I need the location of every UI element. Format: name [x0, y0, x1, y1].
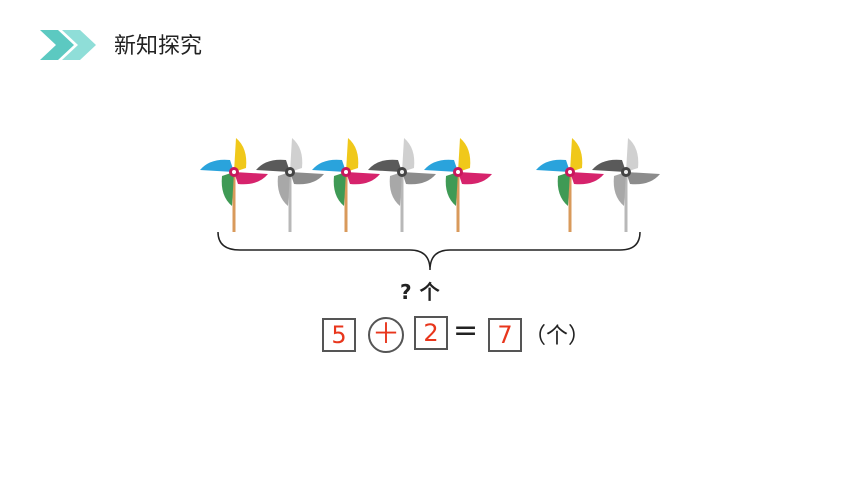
chevron-right-icon — [40, 30, 96, 60]
section-title: 新知探究 — [114, 34, 203, 59]
question-unit: 个 — [419, 280, 440, 304]
total-question: ?个 — [400, 276, 440, 305]
question-mark: ? — [400, 280, 412, 304]
